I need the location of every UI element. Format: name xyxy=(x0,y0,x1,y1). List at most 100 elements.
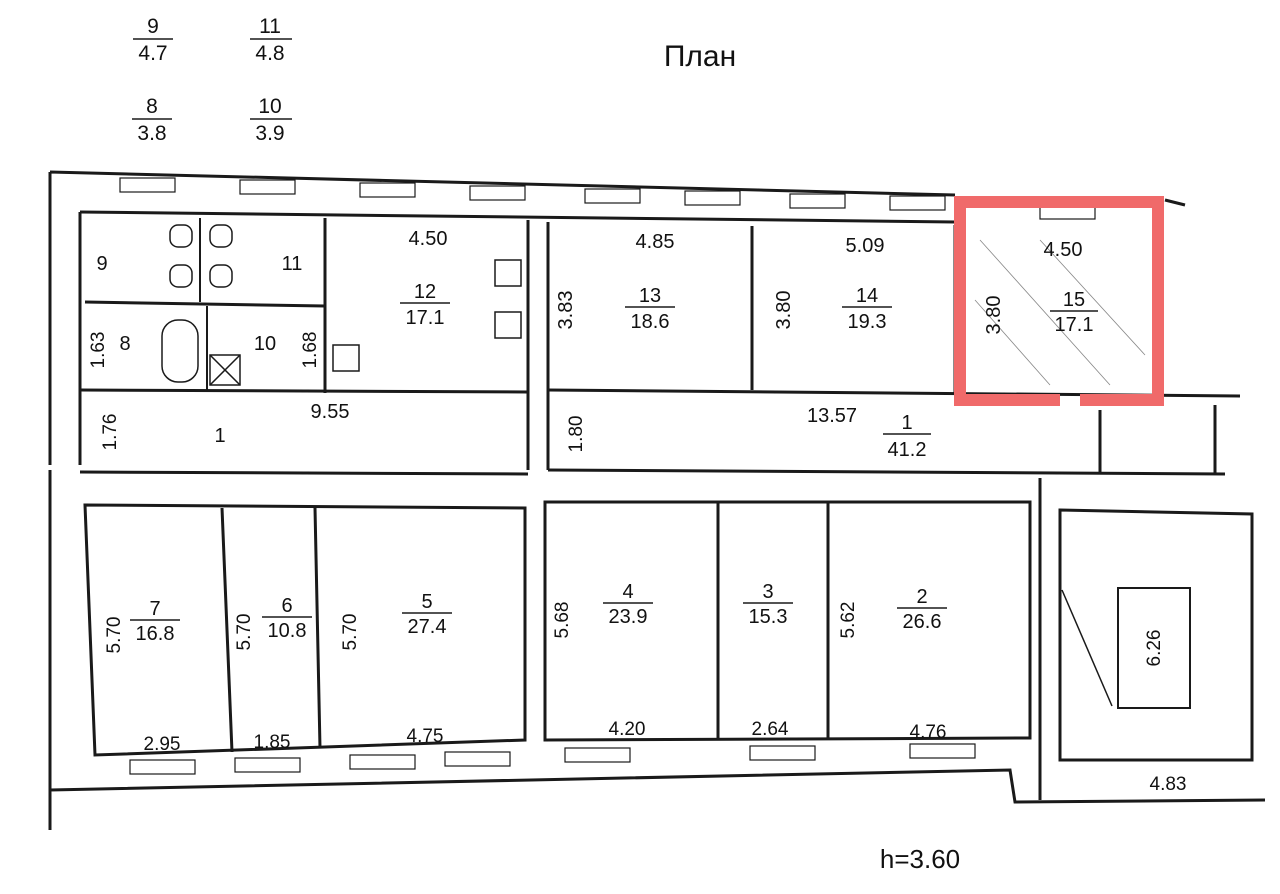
bottom-windows xyxy=(129,743,976,775)
toilet-icon xyxy=(169,264,193,288)
dim-top-14: 5.09 xyxy=(846,235,885,257)
window xyxy=(349,754,416,770)
room-number: 5 xyxy=(421,591,432,613)
wc-partition xyxy=(84,300,326,308)
room-area: 19.3 xyxy=(848,311,887,333)
room-3: 3 15.3 xyxy=(743,581,793,628)
room-11-label: 11 xyxy=(282,253,303,275)
legend-number: 9 xyxy=(147,15,159,38)
room-6: 6 10.8 xyxy=(262,595,312,642)
right-stub xyxy=(1098,405,1217,474)
stair-well xyxy=(1117,587,1191,709)
room-area: 27.4 xyxy=(408,616,447,638)
room-13: 13 18.6 xyxy=(625,285,675,333)
stair-arrow xyxy=(1061,589,1113,707)
room-area: 17.1 xyxy=(1055,314,1094,336)
room-number: 15 xyxy=(1063,289,1085,311)
room-10-label: 10 xyxy=(254,333,276,355)
dim-side-13: 3.83 xyxy=(555,291,577,330)
room-5: 5 27.4 xyxy=(402,591,452,638)
room-number: 6 xyxy=(281,595,292,617)
window xyxy=(749,745,816,761)
dim-side-7: 5.70 xyxy=(104,617,125,654)
room-area: 16.8 xyxy=(136,623,175,645)
dim-corridor-left-length: 9.55 xyxy=(311,401,350,423)
lower-right-block xyxy=(543,500,1032,742)
room-15-highlight xyxy=(954,196,1164,406)
room-2: 2 26.6 xyxy=(897,586,947,633)
corridor-top-wall xyxy=(79,388,1241,398)
plan-title: План xyxy=(664,40,736,73)
room-area: 26.6 xyxy=(903,611,942,633)
toilet-icon xyxy=(209,264,233,288)
dim-bottom-7: 2.95 xyxy=(144,734,181,755)
legend-item-9: 9 4.7 xyxy=(133,15,173,65)
outer-wall-bottom xyxy=(48,470,1266,830)
window xyxy=(239,179,296,195)
inner-wall-top xyxy=(79,210,956,224)
room-4: 4 23.9 xyxy=(603,581,653,628)
window xyxy=(909,743,976,759)
room-number: 12 xyxy=(414,281,436,303)
room-number: 2 xyxy=(916,586,927,608)
dim-bottom-3: 2.64 xyxy=(752,719,789,740)
window xyxy=(584,188,641,204)
room-area: 17.1 xyxy=(406,307,445,329)
room-number: 13 xyxy=(639,285,661,307)
room-area: 41.2 xyxy=(888,439,927,461)
room-9-label: 9 xyxy=(96,253,107,275)
window xyxy=(234,757,301,773)
room-area: 23.9 xyxy=(609,606,648,628)
legend-area: 4.8 xyxy=(255,42,284,65)
window xyxy=(444,751,511,767)
room-12: 12 17.1 xyxy=(400,281,450,329)
shower-drain xyxy=(209,354,241,386)
shower-icon xyxy=(209,354,241,386)
legend-area: 4.7 xyxy=(138,42,167,65)
corridor-bottom-wall xyxy=(79,468,1226,476)
legend-number: 8 xyxy=(146,95,158,118)
room-1: 1 41.2 xyxy=(883,412,931,461)
dim-side-15: 3.80 xyxy=(983,296,1005,335)
dimensions: 4.50 4.85 5.09 4.50 3.83 3.80 3.80 1.63 … xyxy=(88,228,1186,795)
stair-enclosure xyxy=(1038,478,1254,800)
room-number: 14 xyxy=(856,285,878,307)
dim-top-15: 4.50 xyxy=(1044,239,1083,261)
room-14: 14 19.3 xyxy=(842,285,892,333)
legend: 9 4.7 11 4.8 8 3.8 10 3.9 xyxy=(132,15,292,145)
corridor-1-label: 1 xyxy=(214,425,225,447)
outer-wall-top xyxy=(48,170,1186,465)
stove-icon xyxy=(332,344,360,372)
dim-bottom-6: 1.85 xyxy=(254,732,291,753)
dim-top-13: 4.85 xyxy=(636,231,675,253)
dim-side-6: 5.70 xyxy=(234,614,255,651)
window xyxy=(684,190,741,206)
room-number: 3 xyxy=(762,581,773,603)
window xyxy=(889,195,946,211)
bathtub-icon xyxy=(161,319,199,383)
room-7: 7 16.8 xyxy=(130,598,180,645)
dim-corridor-right-width: 1.80 xyxy=(566,416,587,453)
room-area: 15.3 xyxy=(749,606,788,628)
legend-number: 11 xyxy=(259,15,281,38)
dim-side-2: 5.62 xyxy=(838,602,859,639)
dim-stair-width: 4.83 xyxy=(1150,774,1187,795)
legend-number: 10 xyxy=(258,95,281,118)
room-number: 7 xyxy=(149,598,160,620)
room-area: 18.6 xyxy=(631,311,670,333)
window xyxy=(119,177,176,193)
legend-item-10: 10 3.9 xyxy=(250,95,292,145)
room-number: 1 xyxy=(901,412,912,434)
dim-side-4: 5.68 xyxy=(552,602,573,639)
window xyxy=(564,747,631,763)
dim-side-14: 3.80 xyxy=(773,291,795,330)
window xyxy=(789,193,846,209)
ceiling-height-note: h=3.60 xyxy=(880,844,960,874)
fixtures xyxy=(161,224,522,386)
dim-bottom-5: 4.75 xyxy=(407,726,444,747)
lower-partitions xyxy=(220,502,830,753)
room-8-label: 8 xyxy=(119,333,130,355)
toilet-icon xyxy=(209,224,233,248)
window xyxy=(359,182,416,198)
